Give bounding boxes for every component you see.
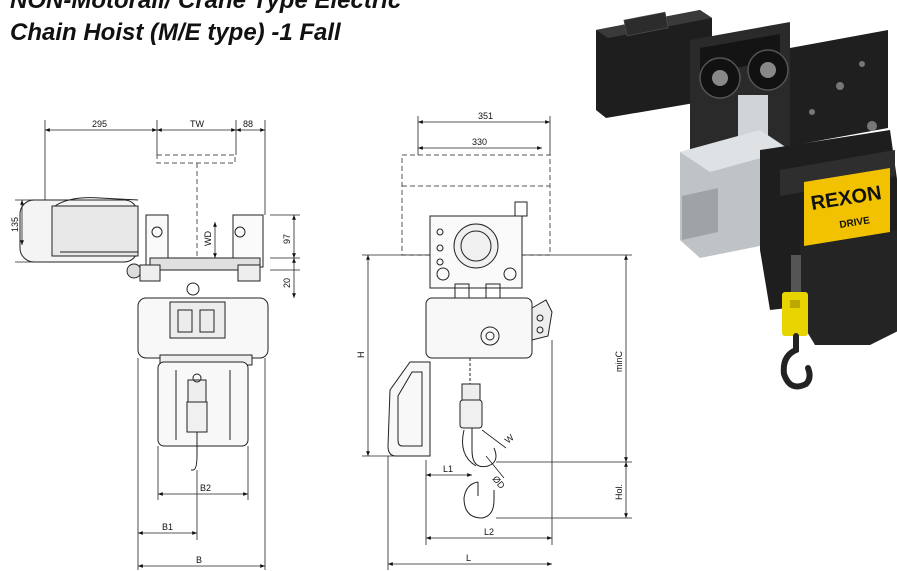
- dim-h-label: H: [356, 352, 366, 359]
- dim-351-label: 351: [478, 111, 493, 121]
- photo-brand-drive: DRIVE: [839, 215, 871, 231]
- front-view-drawing: [19, 154, 269, 471]
- dim-88-label: 88: [243, 119, 253, 129]
- dim-tw-label: TW: [190, 119, 204, 129]
- dim-295-label: 295: [92, 119, 107, 129]
- front-view-dimensions: [15, 120, 300, 570]
- product-photo: REXON DRIVE: [596, 10, 897, 390]
- dim-hol-label: Hol.: [614, 484, 624, 500]
- dim-b1-label: B1: [162, 522, 173, 532]
- title-line-1: NON-Motorail/ Crane Type Electric: [10, 0, 402, 14]
- dim-b2-label: B2: [200, 483, 211, 493]
- dim-l1-label: L1: [443, 464, 453, 474]
- dim-97-label: 97: [282, 234, 292, 244]
- dim-135-label: 135: [10, 217, 20, 232]
- dim-b-label: B: [196, 555, 202, 565]
- side-view-dimensions: [362, 116, 632, 570]
- side-view-drawing: [387, 154, 553, 519]
- dim-l2-label: L2: [484, 527, 494, 537]
- title-line-2: Chain Hoist (M/E type) -1 Fall: [10, 19, 341, 46]
- dim-l-label: L: [466, 553, 471, 563]
- dim-od-label: ØD: [490, 474, 507, 491]
- dim-w-label: W: [503, 432, 516, 445]
- dim-wd-label: WD: [203, 231, 213, 246]
- dim-minc-label: minC: [614, 350, 624, 372]
- dim-330-label: 330: [472, 137, 487, 147]
- dim-20-label: 20: [282, 278, 292, 288]
